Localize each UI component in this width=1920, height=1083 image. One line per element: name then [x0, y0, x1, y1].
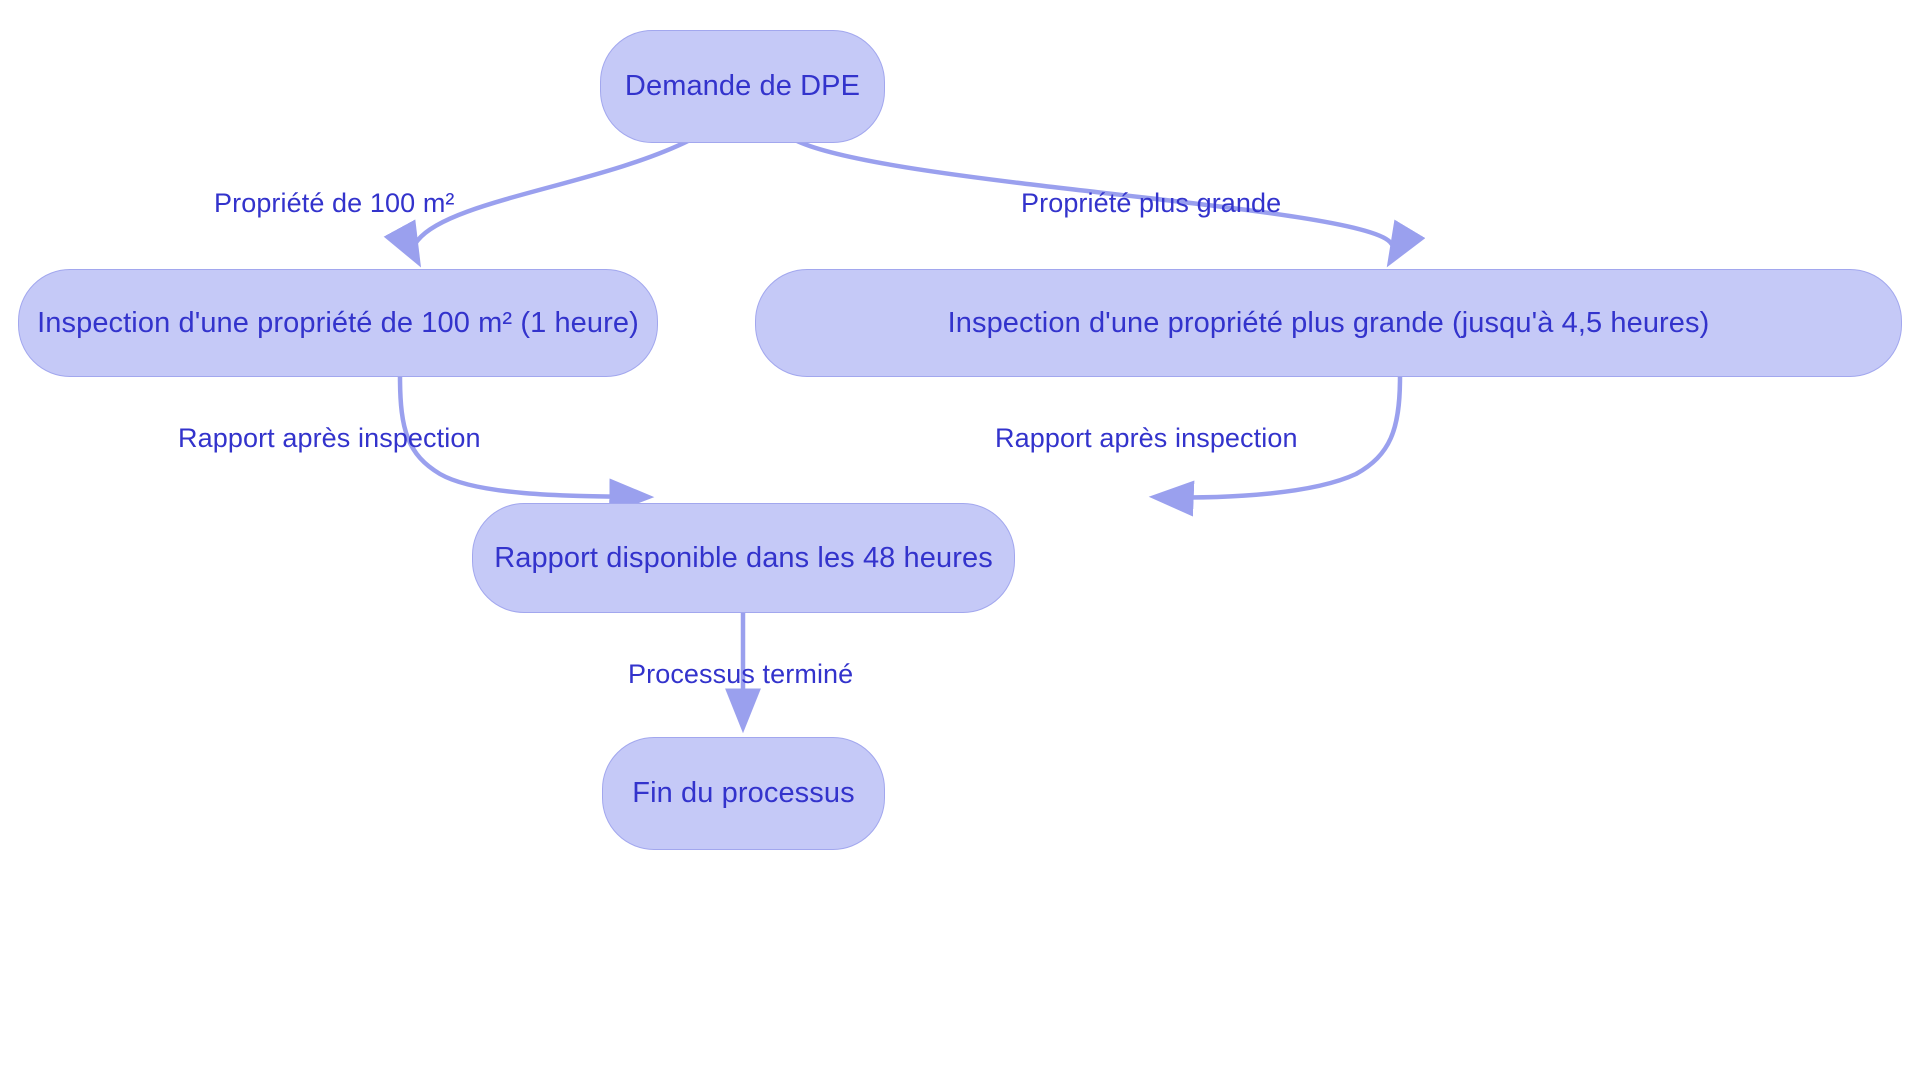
edge-label-propriete-100m2: Propriété de 100 m² [214, 188, 455, 218]
edge-label-rapport-apres-inspection-droite: Rapport après inspection [995, 423, 1298, 453]
node-inspection-propriete-100m2[interactable]: Inspection d'une propriété de 100 m² (1 … [18, 269, 658, 377]
node-label: Fin du processus [632, 777, 855, 810]
edge-label-rapport-apres-inspection-gauche: Rapport après inspection [178, 423, 481, 453]
node-rapport-disponible-48-heures[interactable]: Rapport disponible dans les 48 heures [472, 503, 1015, 613]
node-label: Inspection d'une propriété plus grande (… [947, 306, 1710, 339]
node-label: Inspection d'une propriété de 100 m² (1 … [37, 306, 639, 339]
edge-label-propriete-plus-grande: Propriété plus grande [1021, 188, 1282, 218]
edge-label-processus-termine: Processus terminé [628, 659, 854, 689]
node-label: Rapport disponible dans les 48 heures [494, 541, 993, 574]
node-demande-de-dpe[interactable]: Demande de DPE [600, 30, 885, 143]
node-label: Demande de DPE [624, 70, 861, 103]
node-fin-du-processus[interactable]: Fin du processus [602, 737, 885, 850]
node-inspection-propriete-plus-grande[interactable]: Inspection d'une propriété plus grande (… [755, 269, 1902, 377]
